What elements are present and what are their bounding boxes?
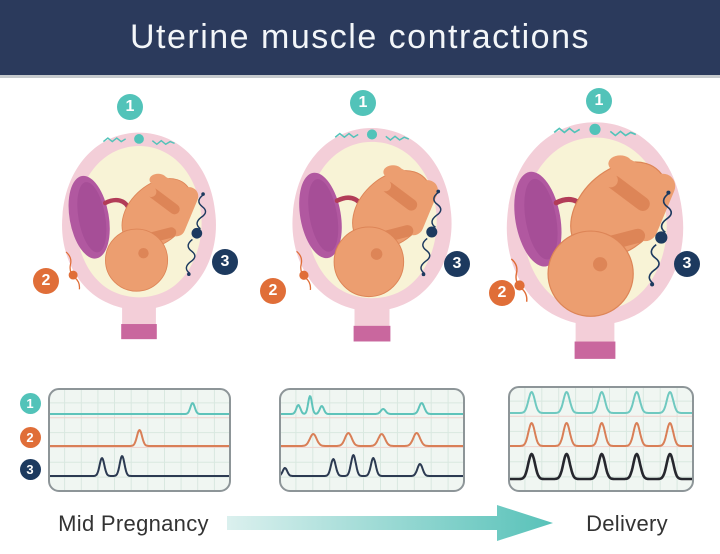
chart-panel-late-pregnancy — [279, 388, 465, 492]
marker-badge-2-chart-legend: 2 — [19, 426, 41, 448]
marker-badge-1-late-pregnancy: 1 — [350, 90, 376, 116]
fetus — [547, 155, 676, 317]
uterus-illustration-delivery — [506, 122, 684, 359]
uterus-illustration-mid-pregnancy — [62, 132, 216, 340]
uterus-figure-mid-pregnancy — [50, 122, 228, 345]
trace-marker-1 — [49, 402, 230, 415]
placenta — [514, 171, 562, 267]
progress-arrow-icon — [227, 505, 553, 541]
sensor-3-right-icon — [185, 192, 207, 276]
fetus-head — [333, 226, 405, 298]
marker-badge-1-delivery: 1 — [586, 88, 612, 114]
chart-panel-delivery — [508, 386, 694, 492]
chart-grid — [509, 387, 693, 491]
fetus-ear — [593, 257, 608, 272]
marker-badge-3-mid-pregnancy: 3 — [212, 249, 238, 275]
fetus — [105, 173, 199, 292]
sensor-2-left-icon — [510, 258, 528, 302]
fetus-ear — [370, 248, 383, 260]
contraction-chart-late-pregnancy — [279, 388, 465, 492]
placenta — [68, 175, 110, 259]
marker-badge-3-chart-legend: 3 — [19, 458, 41, 480]
sensor-1-fundus-icon — [334, 129, 410, 141]
trace-marker-2 — [280, 432, 464, 447]
sensor-2-left-icon — [296, 250, 312, 291]
marker-badge-2-mid-pregnancy: 2 — [33, 268, 59, 294]
timeline-label-delivery: Delivery — [586, 511, 668, 536]
marker-badge-1-chart-legend: 1 — [19, 392, 41, 414]
marker-badge-2-delivery: 2 — [489, 280, 515, 306]
uterus-figure-late-pregnancy — [280, 117, 464, 347]
trace-marker-3 — [280, 454, 464, 477]
placenta — [299, 172, 342, 259]
cervix-opening — [121, 324, 157, 340]
marker-badge-2-late-pregnancy: 2 — [260, 278, 286, 304]
trace-marker-1 — [509, 391, 693, 414]
fetus-foot — [608, 155, 633, 172]
contraction-chart-mid-pregnancy — [48, 388, 231, 492]
sensor-1-fundus-icon — [102, 134, 175, 146]
marker-badge-3-late-pregnancy: 3 — [444, 251, 470, 277]
sensor-3-right-icon — [648, 190, 673, 287]
fetus-hand — [603, 173, 618, 188]
chart-grid — [49, 389, 230, 491]
fetus-head — [547, 230, 634, 317]
fetus-ear — [138, 248, 149, 259]
fetus-foot — [149, 173, 167, 186]
marker-badge-3-delivery: 3 — [674, 251, 700, 277]
trace-marker-1 — [280, 395, 464, 415]
uterus-figure-delivery — [493, 110, 697, 365]
trace-marker-2 — [49, 429, 230, 447]
sensor-3-right-icon — [420, 189, 442, 277]
trace-marker-3 — [509, 452, 693, 481]
timeline-label-mid-pregnancy: Mid Pregnancy — [58, 511, 209, 536]
marker-badge-1-mid-pregnancy: 1 — [117, 94, 143, 120]
cervix-opening — [574, 341, 616, 359]
sensor-2-left-icon — [65, 251, 81, 290]
trace-marker-3 — [49, 455, 230, 477]
fetus-hand — [146, 186, 157, 198]
sensor-1-fundus-icon — [553, 123, 637, 137]
fetus-head — [105, 228, 169, 292]
fetus — [333, 165, 438, 298]
chart-grid — [280, 389, 464, 491]
uterus-illustration-late-pregnancy — [292, 128, 452, 342]
contraction-chart-delivery — [508, 386, 694, 492]
trace-marker-2 — [509, 422, 693, 447]
cervix-opening — [353, 325, 391, 342]
page-title: Uterine muscle contractions — [129, 18, 590, 56]
fetus-foot — [383, 165, 403, 179]
title-bar: Uterine muscle contractions — [0, 0, 720, 78]
chart-panel-mid-pregnancy — [48, 388, 231, 492]
fetus-hand — [379, 179, 392, 192]
